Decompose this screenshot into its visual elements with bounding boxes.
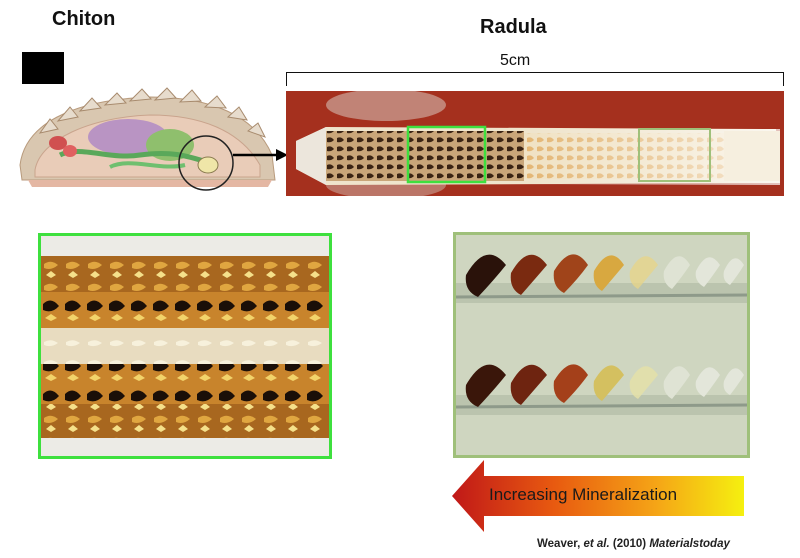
mineralization-label: Increasing Mineralization xyxy=(489,485,678,504)
radula-photo xyxy=(286,91,784,196)
scale-label: 5cm xyxy=(500,52,531,69)
radula-detail-left xyxy=(38,233,332,459)
citation-year: (2010) xyxy=(612,538,647,550)
radula-detail-left-image xyxy=(41,236,329,456)
citation: Weaver, et al. (2010) Materialstoday xyxy=(537,538,730,550)
citation-journal: Materialstoday xyxy=(649,538,730,550)
radula-detail-right-image xyxy=(456,235,747,455)
radula-title: Radula xyxy=(480,16,547,38)
chiton-anatomy-illustration xyxy=(19,87,288,191)
black-redaction-box xyxy=(22,52,64,84)
citation-etal: et al. xyxy=(583,538,610,550)
scale-bar xyxy=(286,72,784,86)
mineralization-arrow xyxy=(452,460,744,532)
chiton-title: Chiton xyxy=(52,8,116,30)
citation-authors: Weaver, xyxy=(537,538,581,550)
radula-detail-right xyxy=(453,232,750,458)
